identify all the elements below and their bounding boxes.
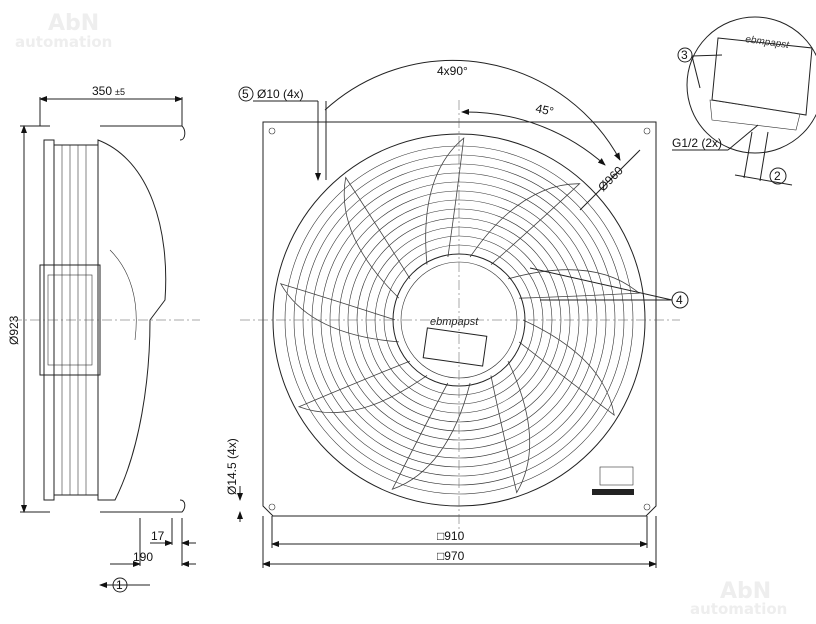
- fan-blade: [469, 183, 581, 265]
- svg-text:automation: automation: [690, 600, 787, 618]
- fan-blade: [297, 360, 428, 413]
- square-970: □970: [437, 549, 465, 563]
- angle-45: 45°: [534, 101, 555, 119]
- dim-17: 17: [151, 529, 165, 543]
- detail-view: ebmpapst 3 G1/2 (2x) 2: [672, 16, 816, 186]
- angle-4x90: 4x90°: [437, 64, 468, 78]
- fan-blade: [391, 382, 471, 491]
- callout-3: 3: [681, 48, 688, 62]
- fan-blade: [279, 283, 399, 343]
- detail-ebmpapst-logo: ebmpapst: [745, 34, 791, 51]
- width-dimension: 350±5: [92, 84, 125, 98]
- square-910: □910: [437, 529, 465, 543]
- dim-190: 190: [133, 550, 153, 564]
- fan-blade: [490, 360, 531, 494]
- diameter-dimension: Ø923: [7, 315, 21, 345]
- svg-text:automation: automation: [15, 33, 112, 51]
- watermark-top: AbN automation: [15, 11, 112, 51]
- callout-4: 4: [676, 293, 683, 307]
- svg-text:AbN: AbN: [720, 579, 771, 604]
- front-view: ebmpapst 5 Ø10 (4x) 4x90° 45° Ø960 4 Ø14…: [225, 59, 689, 568]
- hole-dimension: Ø10 (4x): [257, 87, 304, 101]
- gland-thread: G1/2 (2x): [672, 136, 722, 150]
- callout-1: 1: [116, 578, 123, 592]
- fan-blade: [518, 319, 615, 417]
- mount-hole-dimension: Ø14.5 (4x): [225, 438, 239, 495]
- callout-5: 5: [242, 87, 249, 101]
- side-view: 350±5 Ø923 17 190 1: [7, 84, 200, 593]
- ebmpapst-logo: ebmpapst: [430, 316, 479, 328]
- mounting-holes: [268, 127, 651, 511]
- fan-blade: [343, 176, 411, 299]
- callout-2: 2: [774, 169, 781, 183]
- svg-text:AbN: AbN: [48, 11, 99, 36]
- watermark-bottom: AbN automation: [690, 579, 787, 618]
